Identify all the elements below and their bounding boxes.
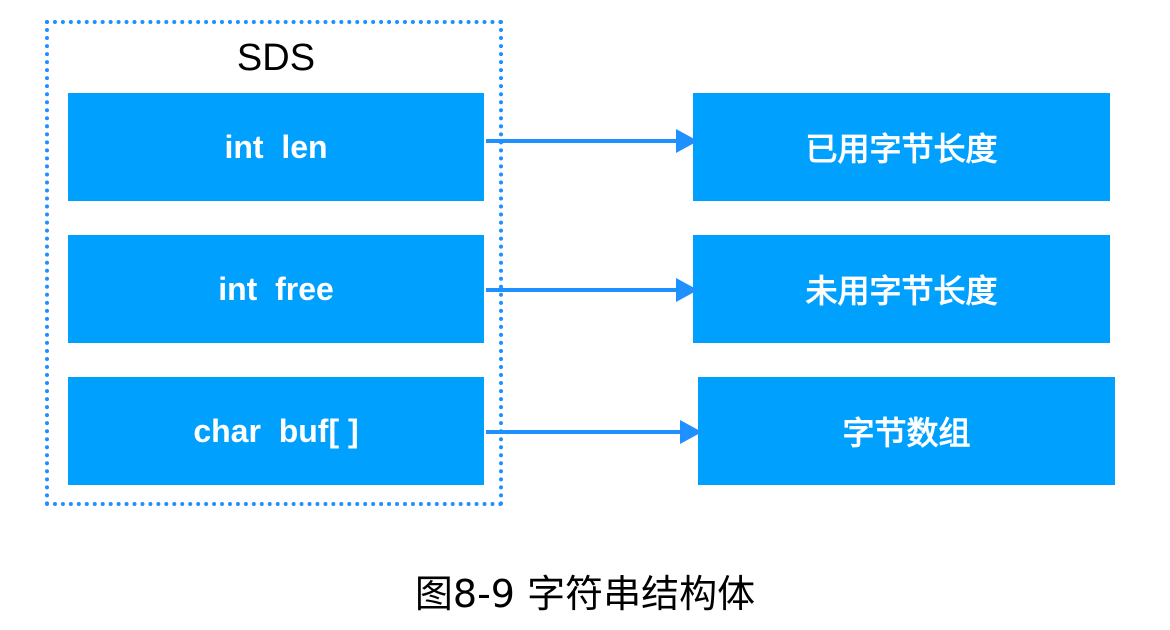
- field-buf: char buf[ ]: [68, 377, 484, 485]
- desc-byte-array-label: 字节数组: [842, 414, 971, 452]
- field-len-label: int len: [224, 128, 328, 165]
- arrow-free-head: [676, 278, 698, 302]
- field-len: int len: [68, 93, 484, 201]
- sds-title: SDS: [236, 37, 316, 79]
- arrow-len-head: [676, 129, 698, 153]
- figure-caption: 图8-9 字符串结构体: [414, 572, 756, 616]
- desc-used-length: 已用字节长度: [693, 93, 1110, 201]
- desc-free-length: 未用字节长度: [693, 235, 1110, 343]
- sds-struct-frame: [45, 20, 503, 506]
- desc-free-length-label: 未用字节长度: [805, 272, 998, 310]
- desc-byte-array: 字节数组: [698, 377, 1115, 485]
- desc-used-length-label: 已用字节长度: [805, 130, 998, 168]
- field-buf-label: char buf[ ]: [193, 412, 359, 449]
- arrow-buf-head: [680, 420, 702, 444]
- field-free: int free: [68, 235, 484, 343]
- field-free-label: int free: [218, 270, 334, 307]
